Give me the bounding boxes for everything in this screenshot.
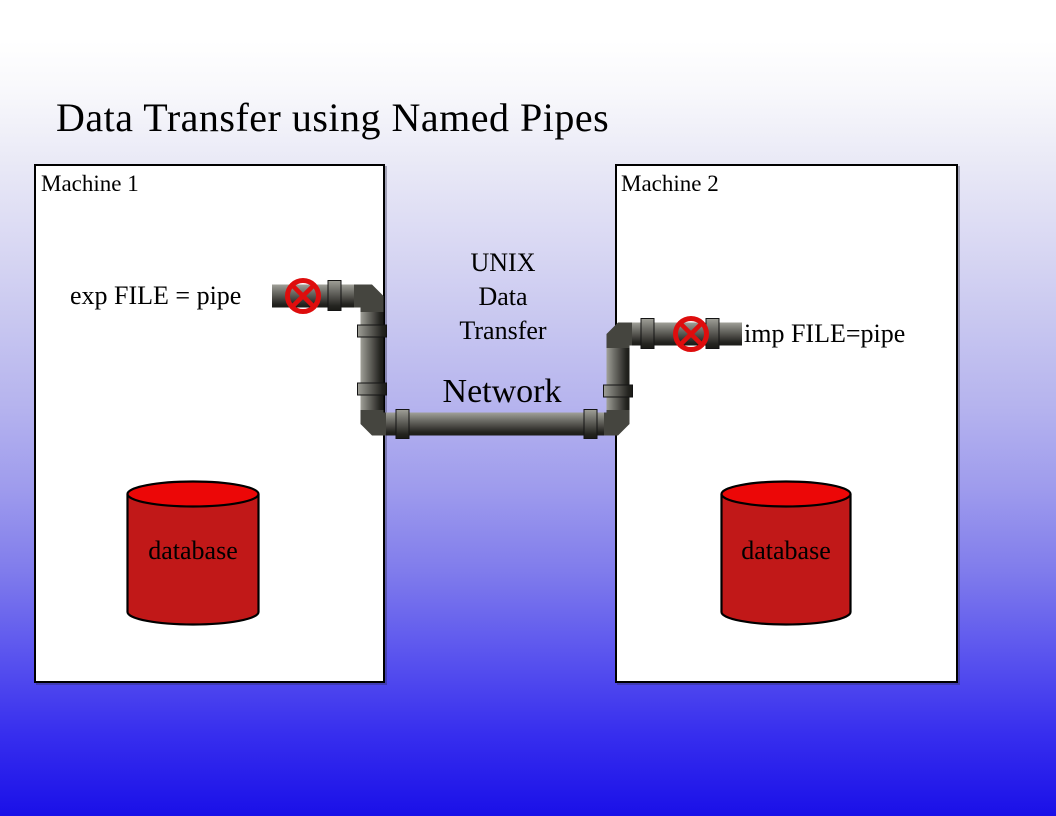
export-command-label: exp FILE = pipe	[70, 281, 242, 310]
slide-title: Data Transfer using Named Pipes	[56, 95, 610, 140]
database-label: database	[148, 536, 238, 565]
machine-1-label: Machine 1	[41, 171, 139, 196]
transfer-method-line: UNIX	[470, 248, 536, 277]
database-label: database	[741, 536, 831, 565]
network-label: Network	[442, 373, 562, 410]
transfer-method-line: Transfer	[459, 316, 547, 345]
transfer-method-label: UNIX Data Transfer	[413, 246, 593, 348]
machine-1-box	[34, 164, 385, 683]
machine-2-box	[615, 164, 958, 683]
machine-2-label: Machine 2	[621, 171, 719, 196]
transfer-method-line: Data	[478, 282, 528, 311]
import-command-label: imp FILE=pipe	[744, 319, 906, 348]
